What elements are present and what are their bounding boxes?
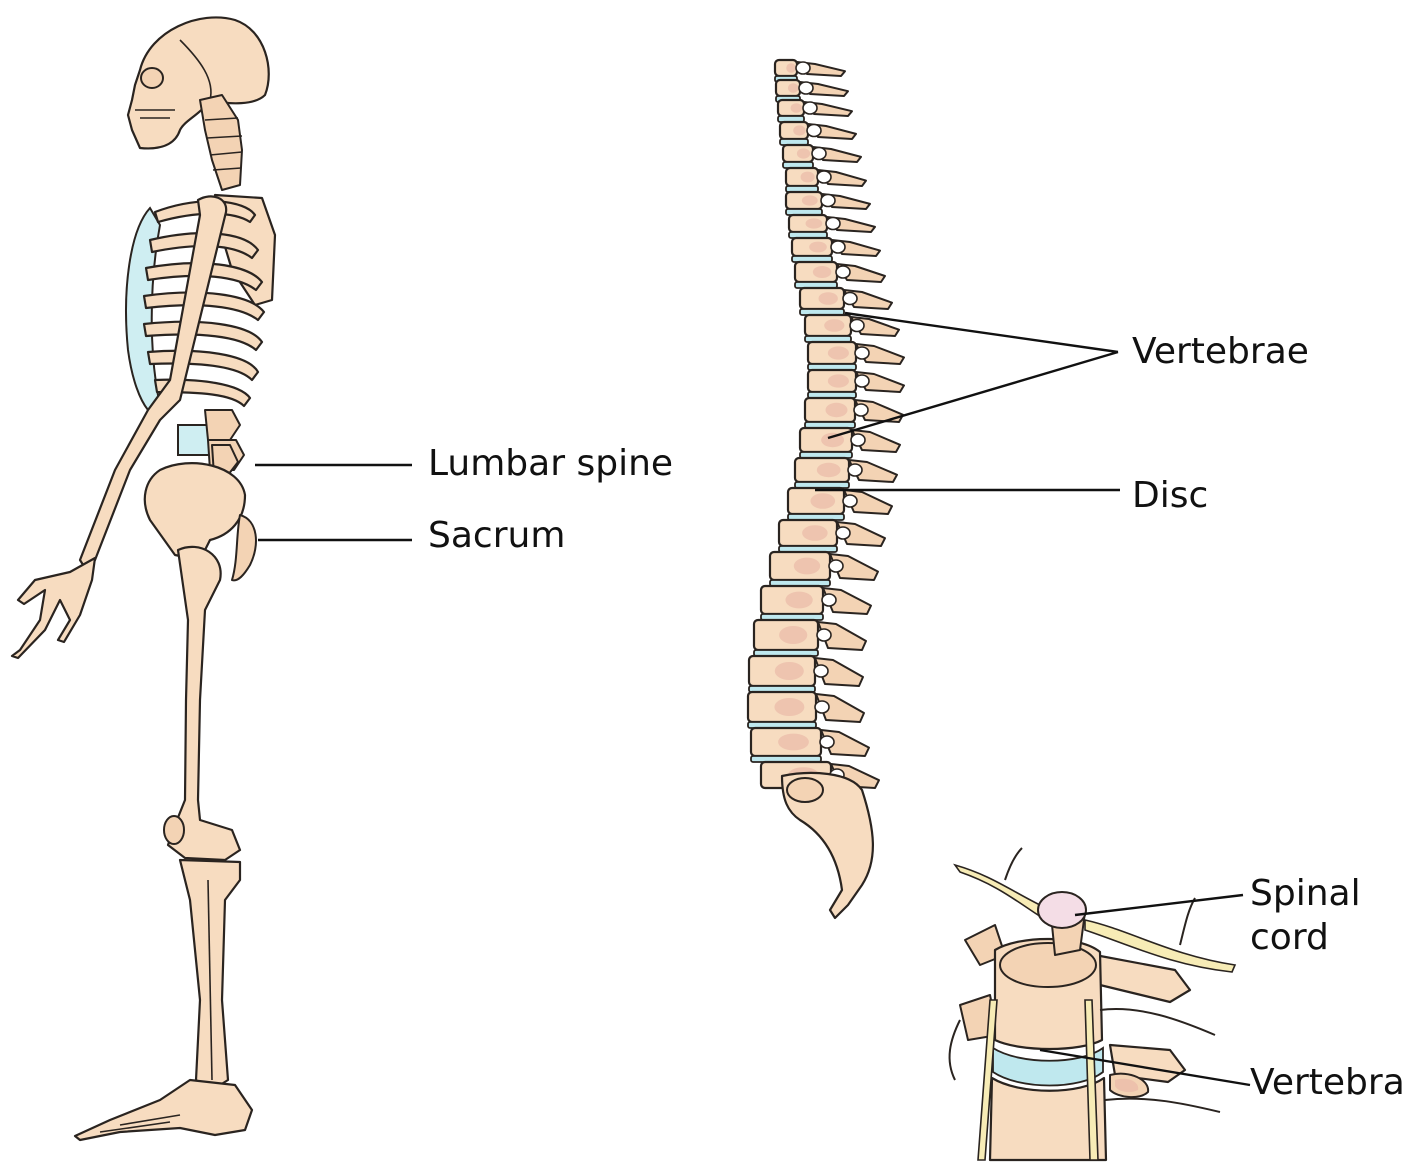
label-vertebrae: Vertebrae [1132,331,1309,372]
label-spinal-cord-line2: cord [1250,916,1361,960]
vertebra-detail-illustration [950,848,1235,1160]
leader-vertebrae-lower [828,352,1118,438]
label-spinal-cord-line1: Spinal [1250,872,1361,916]
leader-spinal-cord [1075,895,1243,915]
label-disc: Disc [1132,475,1208,516]
full-skeleton-illustration [12,17,275,1140]
spinal-cord-section [1038,892,1086,928]
cervical-spine [200,95,242,190]
hand-bones [12,558,95,658]
label-vertebra: Vertebra [1250,1062,1405,1103]
label-sacrum: Sacrum [428,515,565,556]
label-spinal-cord: Spinal cord [1250,872,1361,960]
pelvis [145,463,245,560]
nerve-root-left-upper [955,865,1040,915]
patella [164,816,184,844]
label-lumbar-spine: Lumbar spine [428,443,673,484]
spinous-process [1095,955,1190,1002]
femur [168,547,240,860]
